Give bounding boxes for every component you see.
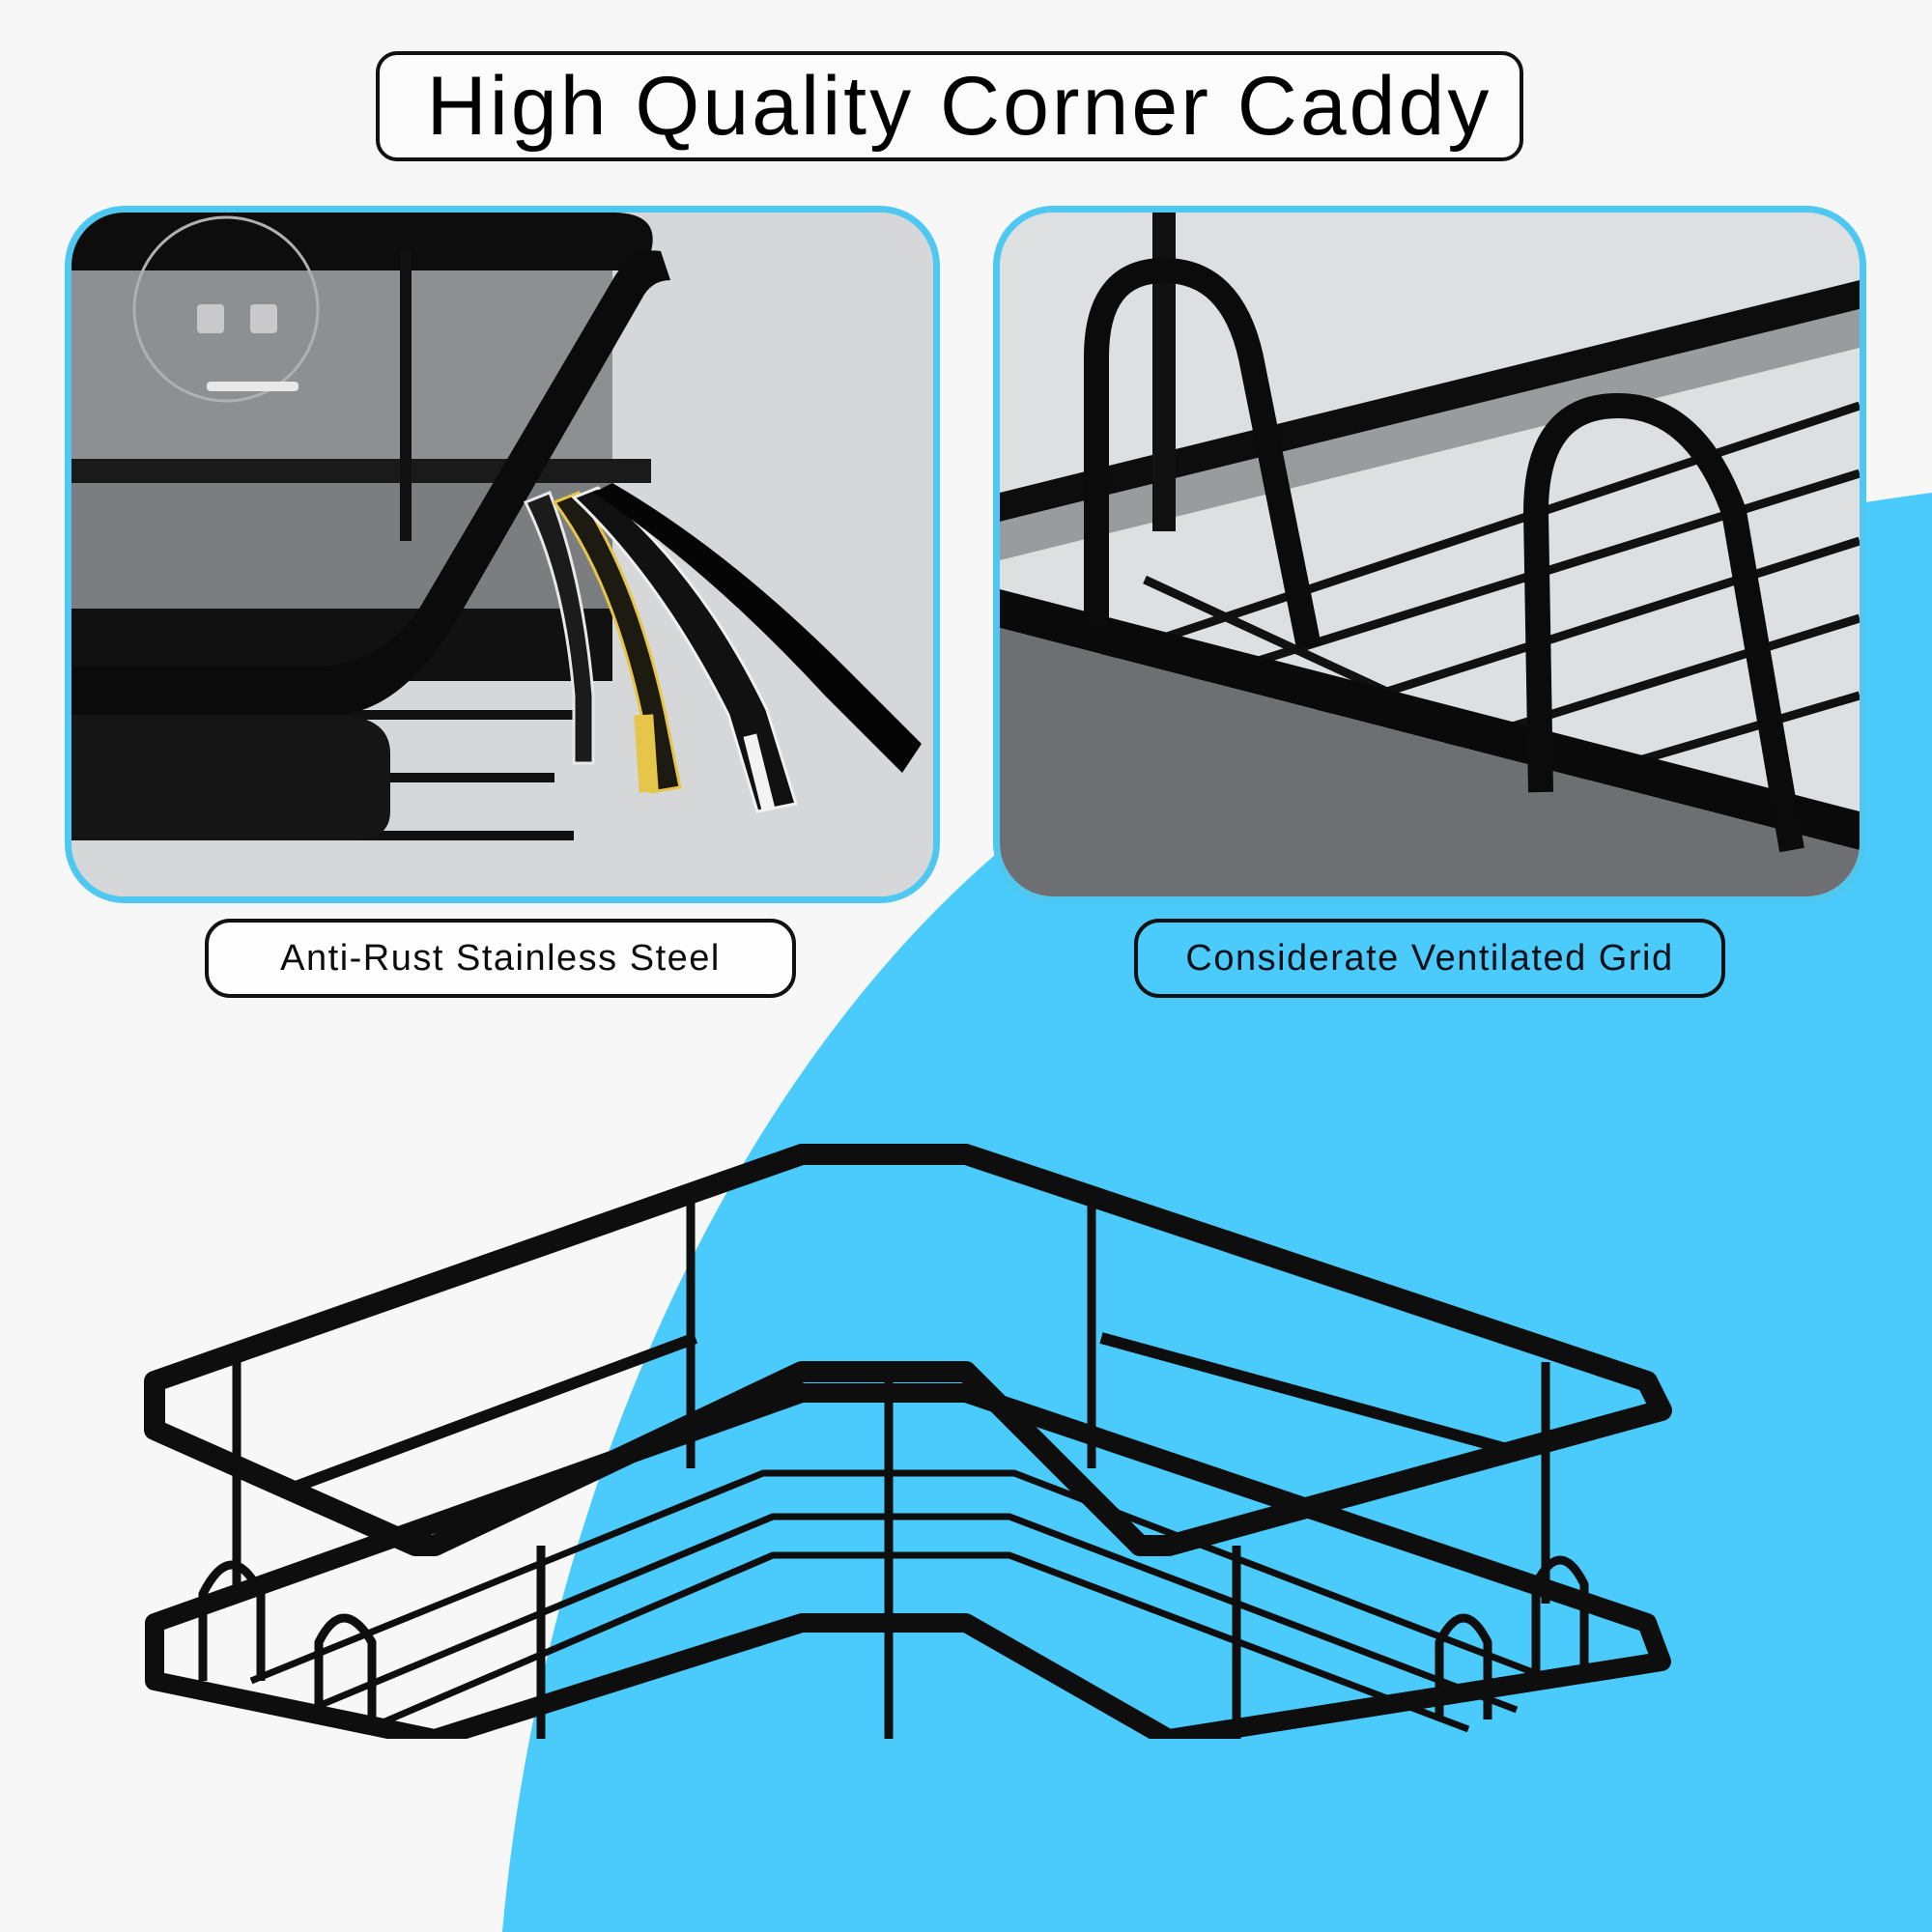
title-banner: High Quality Corner Caddy [376,51,1523,161]
caption-anti-rust: Anti-Rust Stainless Steel [205,919,796,998]
feature-image-anti-rust [65,206,940,903]
corner-caddy-product-image [144,1144,1672,1739]
feature-image-ventilated-grid [993,206,1866,903]
page-title: High Quality Corner Caddy [426,59,1492,153]
steel-layers-illustration [71,213,933,896]
caption-text: Anti-Rust Stainless Steel [280,937,721,979]
caption-ventilated-grid: Considerate Ventilated Grid [1134,919,1725,998]
caption-text: Considerate Ventilated Grid [1185,937,1674,979]
wire-grid-illustration [1000,213,1860,896]
